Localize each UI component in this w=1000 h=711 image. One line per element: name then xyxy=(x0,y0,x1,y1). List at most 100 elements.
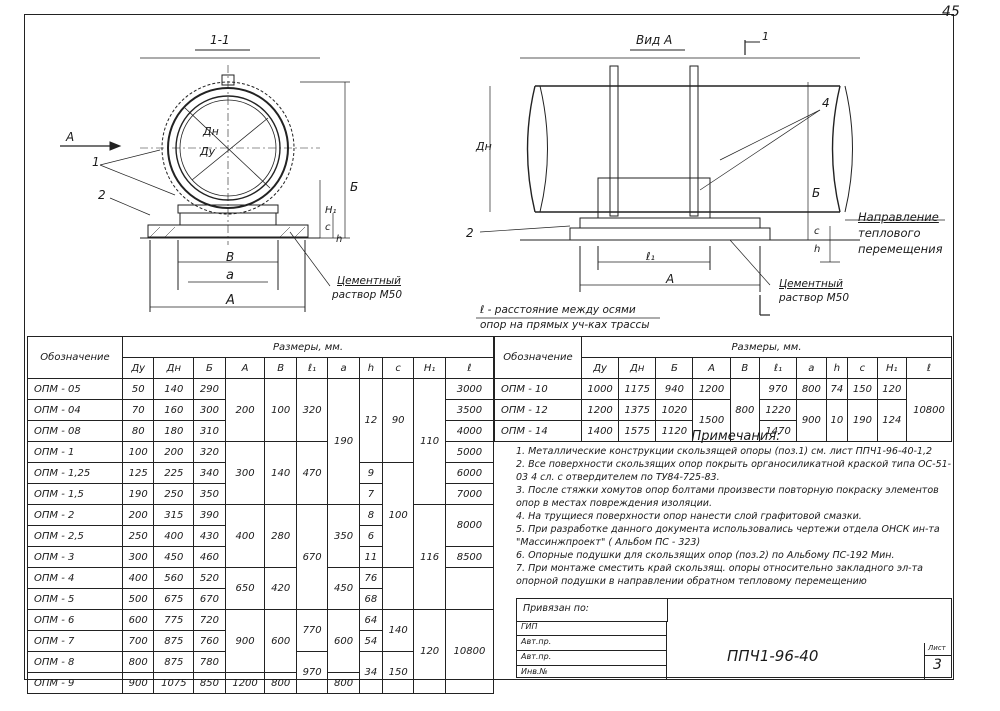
dim-a-small-label: а xyxy=(226,268,234,283)
table-row: ОПМ - 2 200 315 390 400 280 670 350 8 11… xyxy=(27,504,495,610)
cell-v: 800 xyxy=(729,378,761,442)
cell-dn: 140 xyxy=(153,378,195,400)
col-a: а xyxy=(796,357,827,379)
cell-dn: 1375 xyxy=(618,399,657,421)
stamp-row-label: ГИП xyxy=(521,622,538,631)
col-dn: Дн xyxy=(153,357,195,379)
cell-a-cap: 1200 xyxy=(224,672,266,694)
note-item: 1. Металлические конструкции скользящей … xyxy=(516,446,933,457)
table1-header-name: Обозначение xyxy=(27,336,123,379)
cell-h1: 120 xyxy=(876,378,907,400)
cell-dn: 875 xyxy=(153,651,195,673)
cell-dn: 400 xyxy=(153,525,195,547)
direction-line-2: теплового xyxy=(858,226,921,240)
cell-a: 800 xyxy=(327,672,360,694)
cell-dn: 1075 xyxy=(153,672,195,694)
cement-mortar-2: раствор М50 xyxy=(779,292,850,304)
cell-name: ОПМ - 7 xyxy=(27,630,123,652)
stamp-row: Авт.пр. xyxy=(517,636,667,651)
cell-name: ОПМ - 8 xyxy=(27,651,123,673)
table-row: ОПМ - 8 800 875 780 970 34 150 xyxy=(27,651,494,694)
cell-dn: 250 xyxy=(153,483,195,505)
cell-h: 7 xyxy=(358,483,383,505)
cut-label: 1 xyxy=(762,30,769,43)
leader-1-label: 1 xyxy=(92,155,100,169)
cell-h: 12 xyxy=(358,378,383,463)
title-block: Привязан по: ГИП Авт.пр. Авт.пр. Инв.№ П… xyxy=(516,598,952,680)
cell-name: ОПМ - 5 xyxy=(27,588,123,610)
cell-a-cap: 650 xyxy=(224,567,266,610)
cell-b: 520 xyxy=(193,567,226,589)
table2-header-name: Обозначение xyxy=(494,336,582,379)
cell-l1: 1220 xyxy=(759,399,798,421)
leader-2b-label: 2 xyxy=(466,226,474,240)
cell-c xyxy=(381,567,415,610)
cell-dy: 200 xyxy=(121,504,155,526)
cell-v: 280 xyxy=(264,504,297,568)
cell-name: ОПМ - 3 xyxy=(27,546,123,568)
cell-a-cap: 1500 xyxy=(692,399,731,442)
cell-b: 850 xyxy=(193,672,226,694)
cell-a-cap: 300 xyxy=(224,441,266,505)
cell-dy: 600 xyxy=(121,609,155,631)
cell-dn: 160 xyxy=(153,399,195,421)
stamp-row-label: Авт.пр. xyxy=(521,637,552,646)
cell-dy: 70 xyxy=(121,399,155,421)
cell-b: 430 xyxy=(193,525,226,547)
leader-2-label: 2 xyxy=(98,188,106,202)
table-row: ОПМ - 12 1200 1375 1020 1500 1220 900 10… xyxy=(494,399,952,442)
cell-name: ОПМ - 1 xyxy=(27,441,123,463)
cell-name: ОПМ - 9 xyxy=(27,672,123,694)
cell-c: 100 xyxy=(381,462,415,568)
cell-dy: 400 xyxy=(121,567,155,589)
cell-dn: 315 xyxy=(153,504,195,526)
cell-name: ОПМ - 10 xyxy=(494,378,582,400)
col-h: h xyxy=(825,357,849,379)
view-h-label: h xyxy=(814,244,821,255)
col-l1: ℓ₁ xyxy=(759,357,798,379)
col-dy: Ду xyxy=(121,357,155,379)
stamp-row: Инв.№ xyxy=(517,666,667,680)
cell-dn: 560 xyxy=(153,567,195,589)
l-note-line-1: ℓ - расстояние между осями xyxy=(480,304,636,316)
cell-a: 900 xyxy=(796,399,827,442)
cell-dy: 1000 xyxy=(580,378,620,400)
col-c: c xyxy=(381,357,415,379)
cell-b: 320 xyxy=(193,441,226,463)
doc-code: ППЧ1-96-40 xyxy=(727,647,819,665)
direction-line-3: перемещения xyxy=(858,242,943,256)
dim-a-label: А xyxy=(226,293,235,308)
cell-dy: 190 xyxy=(121,483,155,505)
cell-b: 460 xyxy=(193,546,226,568)
cell-h1: 120 xyxy=(413,609,446,694)
cell-c: 90 xyxy=(381,378,415,463)
cell-dy: 900 xyxy=(121,672,155,694)
dim-b-label: В xyxy=(226,250,235,264)
table2-header-sizes: Размеры, мм. xyxy=(581,336,952,358)
cell-l: 6000 xyxy=(444,462,495,484)
cell-v: 100 xyxy=(264,378,297,442)
view-a-label: А xyxy=(666,272,675,286)
table-row: ОПМ - 1,5 190 250 350 7 7000 xyxy=(27,483,495,505)
cell-dy: 80 xyxy=(121,420,155,442)
cell-dn: 775 xyxy=(153,609,195,631)
cement-label-2: Цементный xyxy=(779,278,843,290)
cell-b: 300 xyxy=(193,399,226,421)
cell-c: 150 xyxy=(381,651,415,694)
dn-label: Дн xyxy=(203,125,219,138)
cell-name: ОПМ - 12 xyxy=(494,399,582,421)
col-dn: Дн xyxy=(618,357,657,379)
cell-l: 3000 xyxy=(444,378,495,400)
cell-name: ОПМ - 04 xyxy=(27,399,123,421)
cell-l1: 320 xyxy=(295,378,329,442)
stamp-row: Авт.пр. xyxy=(517,651,667,666)
stamp-row-label: Инв.№ xyxy=(521,667,548,676)
cell-l: 3500 xyxy=(444,399,495,421)
note-item: 2. Все поверхности скользящих опор покры… xyxy=(516,459,952,483)
view-c-label: c xyxy=(814,226,820,237)
cell-b: 1120 xyxy=(655,420,694,442)
table-row: ОПМ - 14 1400 1575 1120 1470 xyxy=(494,420,952,442)
direction-line-1: Направление xyxy=(858,210,939,224)
